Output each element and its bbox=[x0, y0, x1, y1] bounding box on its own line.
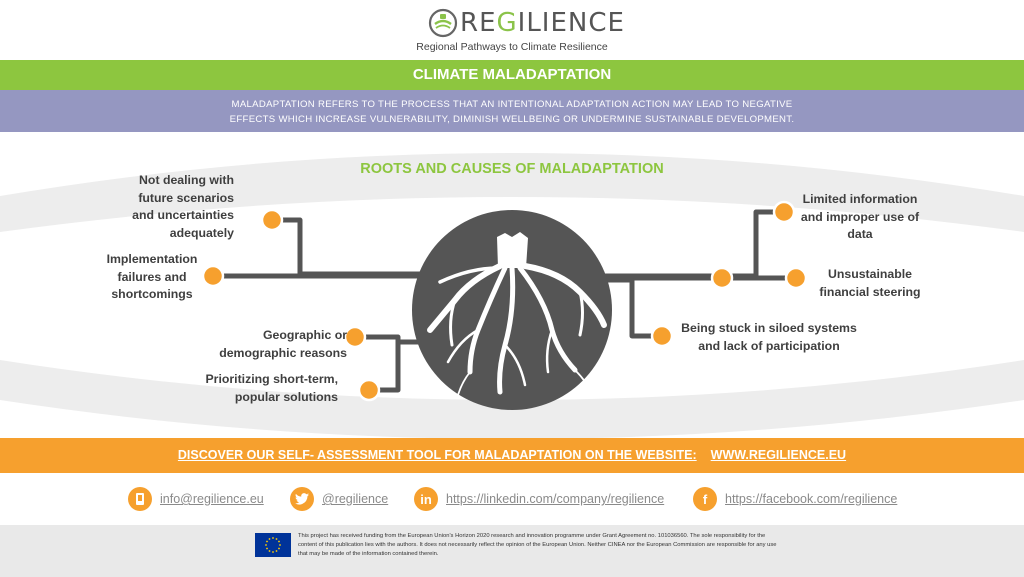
node-financial bbox=[784, 266, 808, 290]
definition-line-1: MALADAPTATION REFERS TO THE PROCESS THAT… bbox=[231, 99, 793, 110]
node-implementation bbox=[201, 264, 225, 288]
regilience-logo-icon bbox=[428, 8, 458, 38]
cause-future: Not dealing with future scenarios and un… bbox=[132, 173, 234, 240]
node-shortterm bbox=[357, 378, 381, 402]
cause-implementation: Implementation failures and shortcomings bbox=[106, 252, 198, 301]
definition-line-2: EFFECTS WHICH INCREASE VULNERABILITY, DI… bbox=[229, 114, 795, 125]
tree-roots-icon bbox=[427, 263, 607, 396]
main-title-banner: CLIMATE MALADAPTATION bbox=[0, 60, 1024, 90]
twitter-handle[interactable]: @regilience bbox=[322, 492, 389, 506]
linkedin-link[interactable]: https://linkedin.com/company/regilience bbox=[446, 492, 665, 506]
node-financial-inner bbox=[710, 266, 734, 290]
connector-information bbox=[597, 209, 787, 279]
cta-website-link[interactable]: WWW.REGILIENCE.EU bbox=[710, 448, 847, 462]
eu-flag-icon bbox=[255, 533, 291, 557]
contact-facebook[interactable]: f https://facebook.com/regilience bbox=[693, 487, 897, 511]
email-icon bbox=[128, 487, 152, 511]
header: REGILIENCE Regional Pathways to Climate … bbox=[0, 0, 1024, 60]
node-future bbox=[260, 208, 284, 232]
linkedin-icon: in bbox=[414, 487, 438, 511]
connector-future bbox=[269, 217, 433, 277]
background-swoosh-top bbox=[0, 153, 1024, 232]
cause-geographic: Geographic or demographic reasons bbox=[219, 328, 347, 360]
email-link[interactable]: info@regilience.eu bbox=[160, 492, 264, 506]
cta-text: DISCOVER OUR SELF- ASSESSMENT TOOL FOR M… bbox=[177, 448, 697, 462]
roots-diagram bbox=[0, 153, 1024, 438]
node-siloed bbox=[650, 324, 674, 348]
cta-banner[interactable]: DISCOVER OUR SELF- ASSESSMENT TOOL FOR M… bbox=[0, 438, 1024, 473]
facebook-link[interactable]: https://facebook.com/regilience bbox=[725, 492, 898, 506]
tree-stump-icon bbox=[497, 232, 528, 268]
facebook-icon: f bbox=[693, 487, 717, 511]
cause-financial: Unsustainable financial steering bbox=[819, 267, 921, 299]
twitter-icon bbox=[290, 487, 314, 511]
logo-text: REGILIENCE bbox=[460, 8, 625, 38]
contact-linkedin[interactable]: in https://linkedin.com/company/regilien… bbox=[414, 487, 664, 511]
contacts-row: info@regilience.eu @regilience in https:… bbox=[0, 473, 1024, 525]
node-geographic bbox=[343, 325, 367, 349]
diagram-title: ROOTS AND CAUSES OF MALADAPTATION bbox=[360, 161, 664, 177]
background-swoosh-bottom bbox=[0, 360, 1024, 438]
logo[interactable]: REGILIENCE bbox=[428, 8, 625, 38]
cause-siloed: Being stuck in siloed systems and lack o… bbox=[681, 321, 857, 353]
definition-banner: MALADAPTATION REFERS TO THE PROCESS THAT… bbox=[0, 90, 1024, 132]
node-information bbox=[772, 200, 796, 224]
connector-siloed bbox=[597, 277, 665, 339]
funding-disclaimer: This project has received funding from t… bbox=[298, 533, 777, 557]
tagline: Regional Pathways to Climate Resilience bbox=[416, 41, 608, 53]
cause-shortterm: Prioritizing short-term, popular solutio… bbox=[205, 372, 338, 404]
footer: This project has received funding from t… bbox=[0, 525, 1024, 577]
cause-information: Limited information and improper use of … bbox=[800, 192, 920, 241]
contact-email[interactable]: info@regilience.eu bbox=[128, 487, 264, 511]
contact-twitter[interactable]: @regilience bbox=[290, 487, 388, 511]
